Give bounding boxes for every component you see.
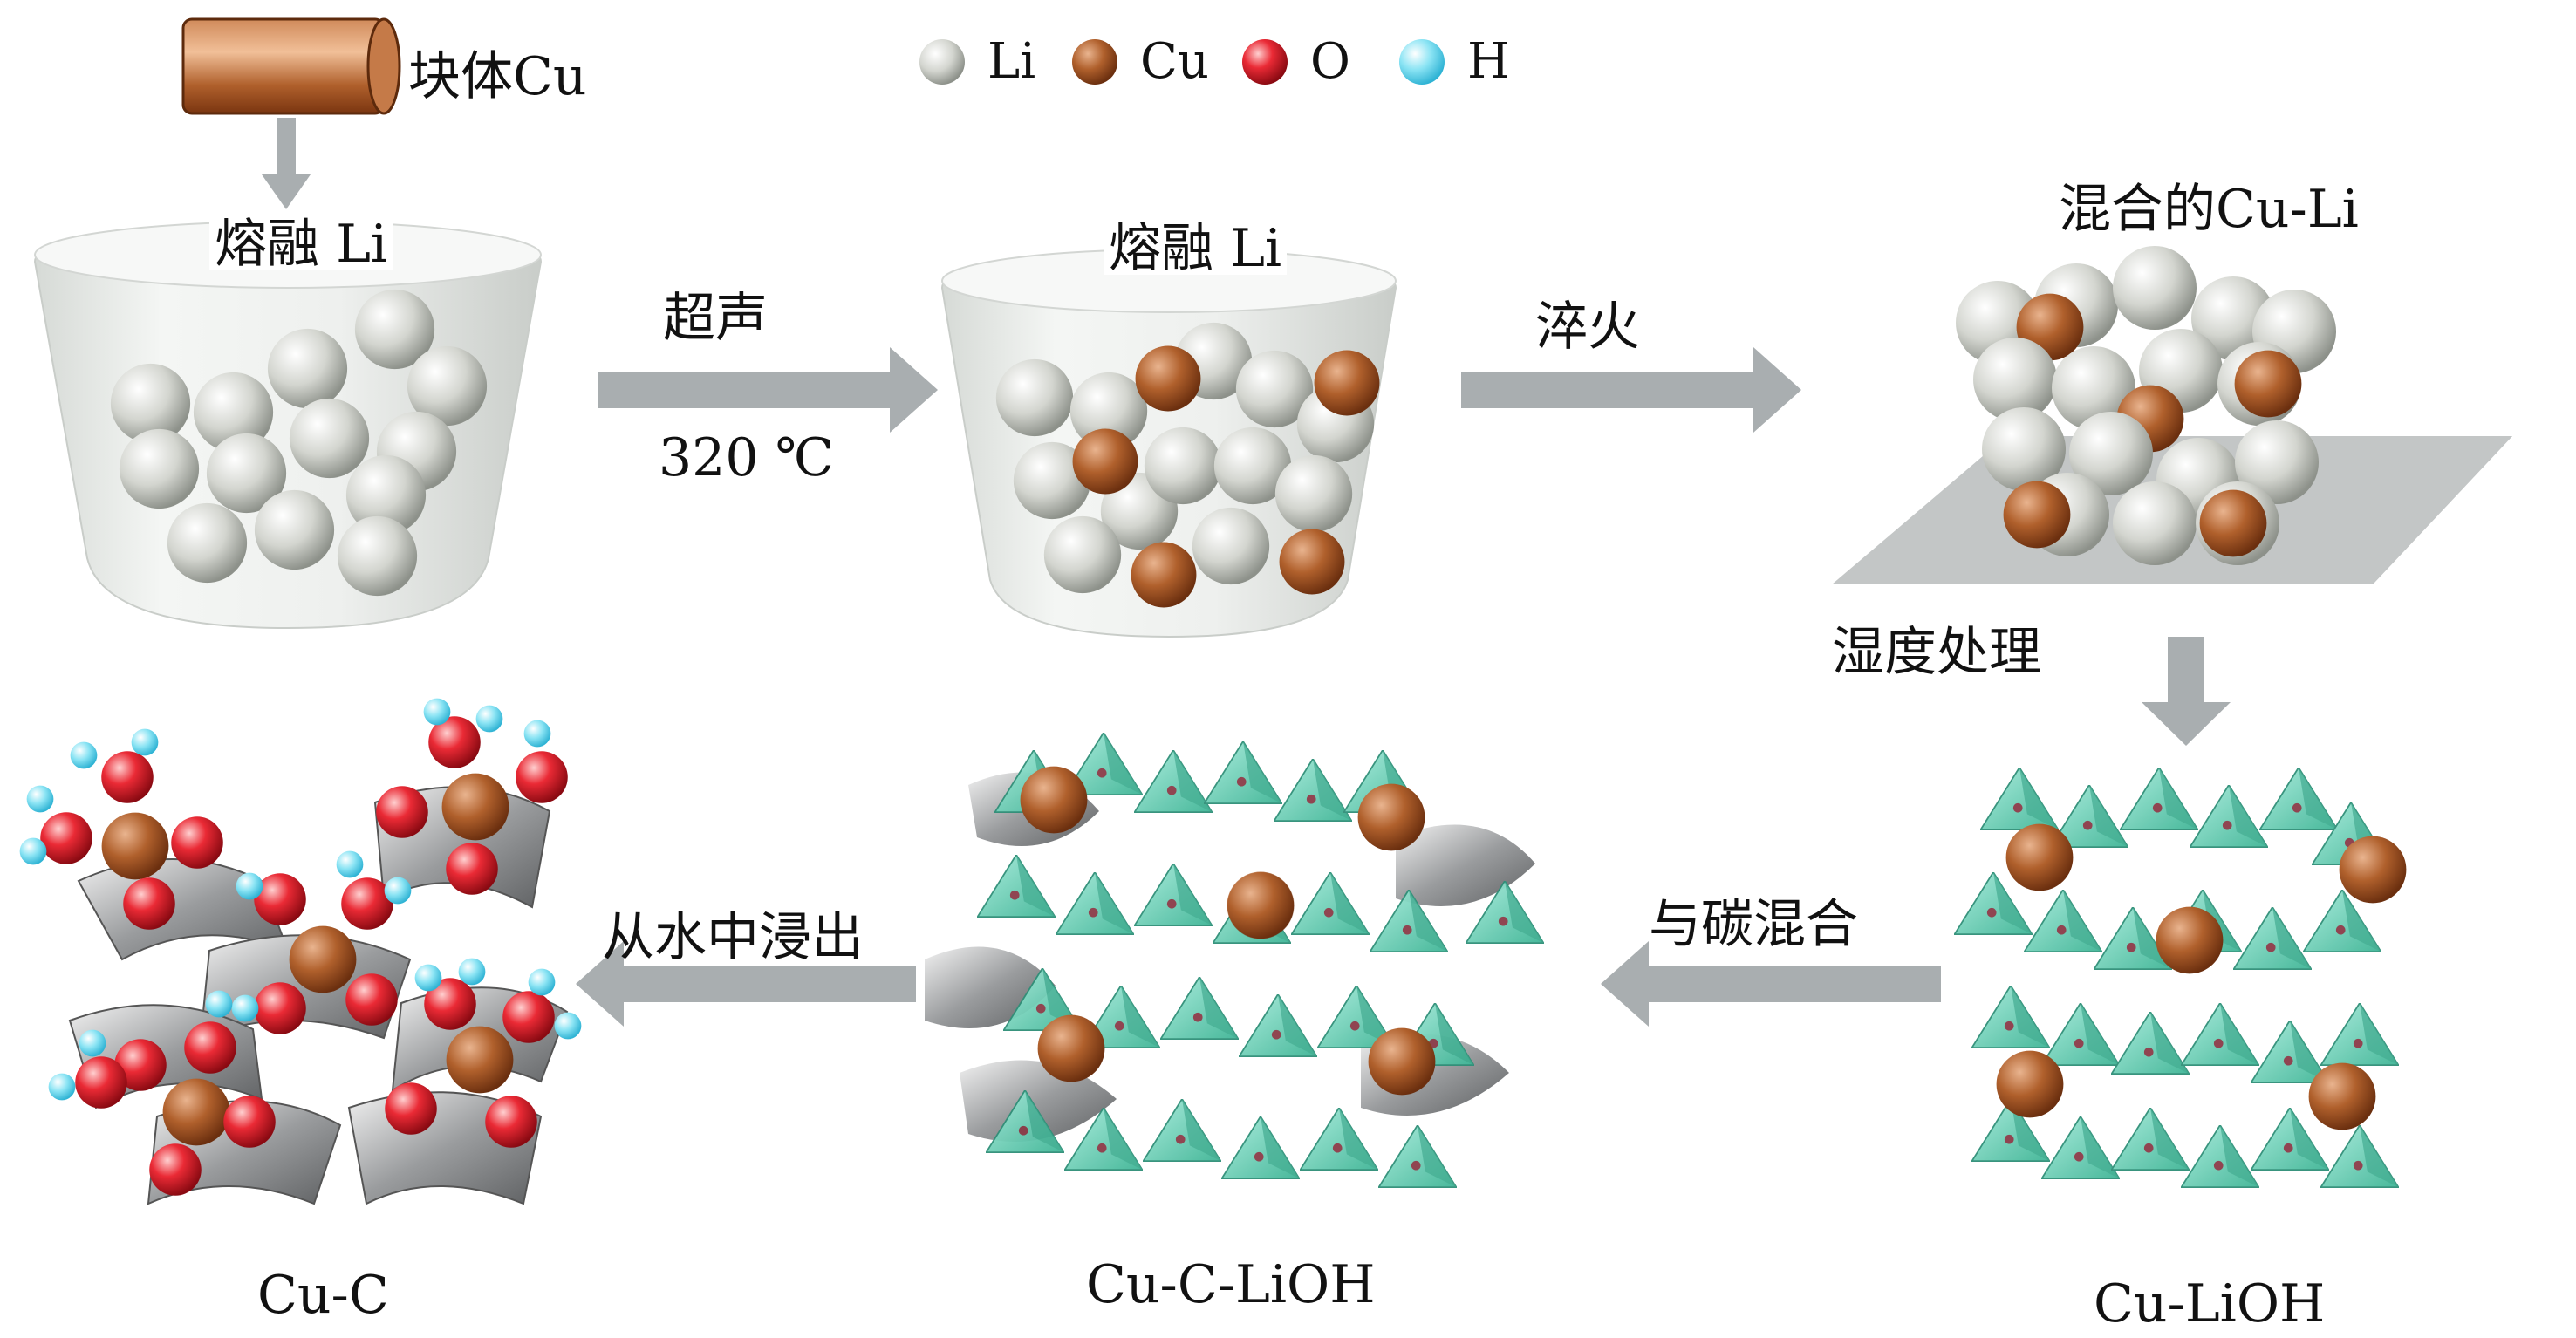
label-leach-water: 从水中浸出 bbox=[602, 907, 864, 968]
arrow-quench bbox=[1461, 347, 1801, 433]
label-temperature: 320 ℃ bbox=[659, 427, 834, 488]
cu-lioh-structure bbox=[1954, 768, 2407, 1189]
legend-cu-label: Cu bbox=[1140, 33, 1209, 90]
legend-o-label: O bbox=[1310, 33, 1350, 90]
label-cu-lioh: Cu-LiOH bbox=[2094, 1273, 2326, 1335]
mixed-cu-li-cluster bbox=[1832, 246, 2512, 584]
arrow-mix-carbon bbox=[1601, 941, 1941, 1027]
arrow-rod-to-cup bbox=[262, 118, 311, 209]
cu-atom-icon bbox=[1072, 38, 1117, 85]
arrow-ultrasonic bbox=[598, 347, 938, 433]
label-mixed-cu-li: 混合的Cu-Li bbox=[2059, 179, 2359, 240]
label-bulk-cu: 块体Cu bbox=[408, 46, 587, 107]
h-atom-icon bbox=[1399, 38, 1445, 85]
label-molten-li-1: 熔融 Li bbox=[209, 218, 393, 270]
legend-o: O bbox=[1239, 33, 1350, 90]
label-mix-carbon: 与碳混合 bbox=[1649, 894, 1858, 955]
cup-molten-li-2 bbox=[940, 249, 1397, 638]
o-atom-icon bbox=[1242, 38, 1288, 85]
arrow-humidity bbox=[2142, 637, 2231, 746]
cup-molten-li-1 bbox=[33, 221, 543, 630]
cu-c-lioh-structure bbox=[925, 733, 1544, 1189]
label-cu-c: Cu-C bbox=[257, 1265, 389, 1326]
cu-c-structure bbox=[19, 698, 582, 1205]
legend-h-label: H bbox=[1467, 33, 1510, 90]
bulk-cu-rod bbox=[181, 17, 401, 115]
legend-li-label: Li bbox=[987, 33, 1036, 90]
legend-cu: Cu bbox=[1069, 33, 1209, 90]
label-molten-li-2: 熔融 Li bbox=[1104, 222, 1288, 275]
arrow-leach-water bbox=[576, 941, 916, 1027]
label-ultrasonic: 超声 bbox=[663, 288, 768, 349]
label-cu-c-lioh: Cu-C-LiOH bbox=[1086, 1254, 1376, 1315]
li-atom-icon bbox=[919, 38, 965, 85]
label-humidity: 湿度处理 bbox=[1832, 622, 2041, 683]
legend-li: Li bbox=[916, 33, 1035, 90]
label-quench: 淬火 bbox=[1535, 297, 1640, 358]
legend-h: H bbox=[1396, 33, 1510, 90]
